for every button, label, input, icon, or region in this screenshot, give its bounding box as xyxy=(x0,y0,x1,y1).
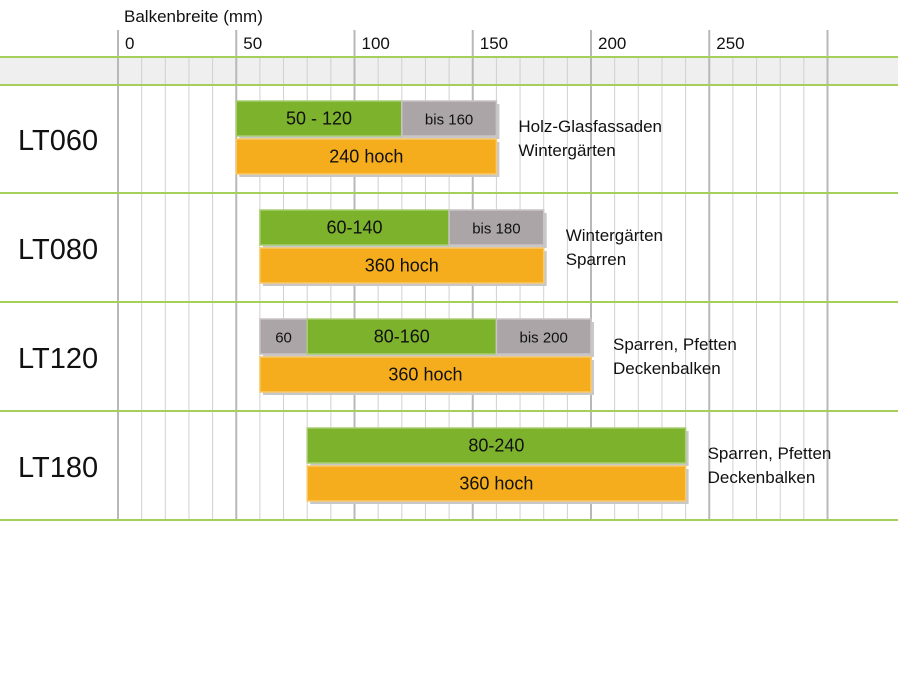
row-label: LT060 xyxy=(18,125,98,157)
usage-note: Wintergärten xyxy=(566,226,663,245)
height-bar-label: 360 hoch xyxy=(388,365,462,385)
height-bar xyxy=(306,465,687,502)
x-axis-label: Balkenbreite (mm) xyxy=(124,7,263,26)
width-bar xyxy=(306,318,498,355)
bar-label: bis 180 xyxy=(472,221,520,238)
row-label: LT180 xyxy=(18,452,98,484)
max-width-bar xyxy=(259,318,308,355)
height-bar-label: 360 hoch xyxy=(459,474,533,494)
row-lt080: LT080 60-140 bis 180 360 hoch WintergärtenSp… xyxy=(18,209,663,286)
row-lt120: LT120 60 80-160 bis 200 360 hoch Sparren, Pfe… xyxy=(18,318,737,395)
height-bar-label: 240 hoch xyxy=(329,147,403,167)
bar-label: bis 160 xyxy=(425,112,473,129)
usage-note: Deckenbalken xyxy=(708,468,816,487)
bar-label: 50 - 120 xyxy=(286,109,352,129)
height-bar xyxy=(235,138,498,175)
usage-note: Sparren, Pfetten xyxy=(613,335,737,354)
height-bar-label: 360 hoch xyxy=(365,256,439,276)
height-bar xyxy=(259,247,545,284)
row-label: LT080 xyxy=(18,234,98,266)
usage-note: Sparren, Pfetten xyxy=(708,444,832,463)
x-tick-label: 150 xyxy=(480,34,508,53)
x-tick-label: 250 xyxy=(716,34,744,53)
max-width-bar xyxy=(495,318,592,355)
width-bar xyxy=(306,427,687,464)
usage-note: Wintergärten xyxy=(518,141,615,160)
row-lt180: LT180 80-240 360 hoch Sparren, PfettenDecke… xyxy=(18,427,832,504)
max-width-bar xyxy=(401,100,498,137)
bar-label: 60 xyxy=(275,330,292,347)
tick-label-layer: 0 50 100 150 200 250 xyxy=(125,34,745,53)
x-tick-label: 200 xyxy=(598,34,626,53)
bar-label: bis 200 xyxy=(520,330,568,347)
row-lt060: LT060 50 - 120 bis 160 240 hoch Holz-Glasfas… xyxy=(18,100,662,177)
x-tick-label: 100 xyxy=(362,34,390,53)
row-layer: LT060 50 - 120 bis 160 240 hoch Holz-Glasfas… xyxy=(18,100,832,504)
usage-note: Sparren xyxy=(566,250,626,269)
row-separator-layer xyxy=(0,56,898,521)
width-bar xyxy=(259,209,450,246)
bar-label: 80-240 xyxy=(468,436,524,456)
height-bar xyxy=(259,356,592,393)
max-width-bar xyxy=(448,209,545,246)
x-tick-label: 0 xyxy=(125,34,134,53)
row-label: LT120 xyxy=(18,343,98,375)
usage-note: Holz-Glasfassaden xyxy=(518,117,662,136)
bar-label: 80-160 xyxy=(374,327,430,347)
x-tick-label: 50 xyxy=(243,34,262,53)
bar-label: 60-140 xyxy=(326,218,382,238)
usage-note: Deckenbalken xyxy=(613,359,721,378)
